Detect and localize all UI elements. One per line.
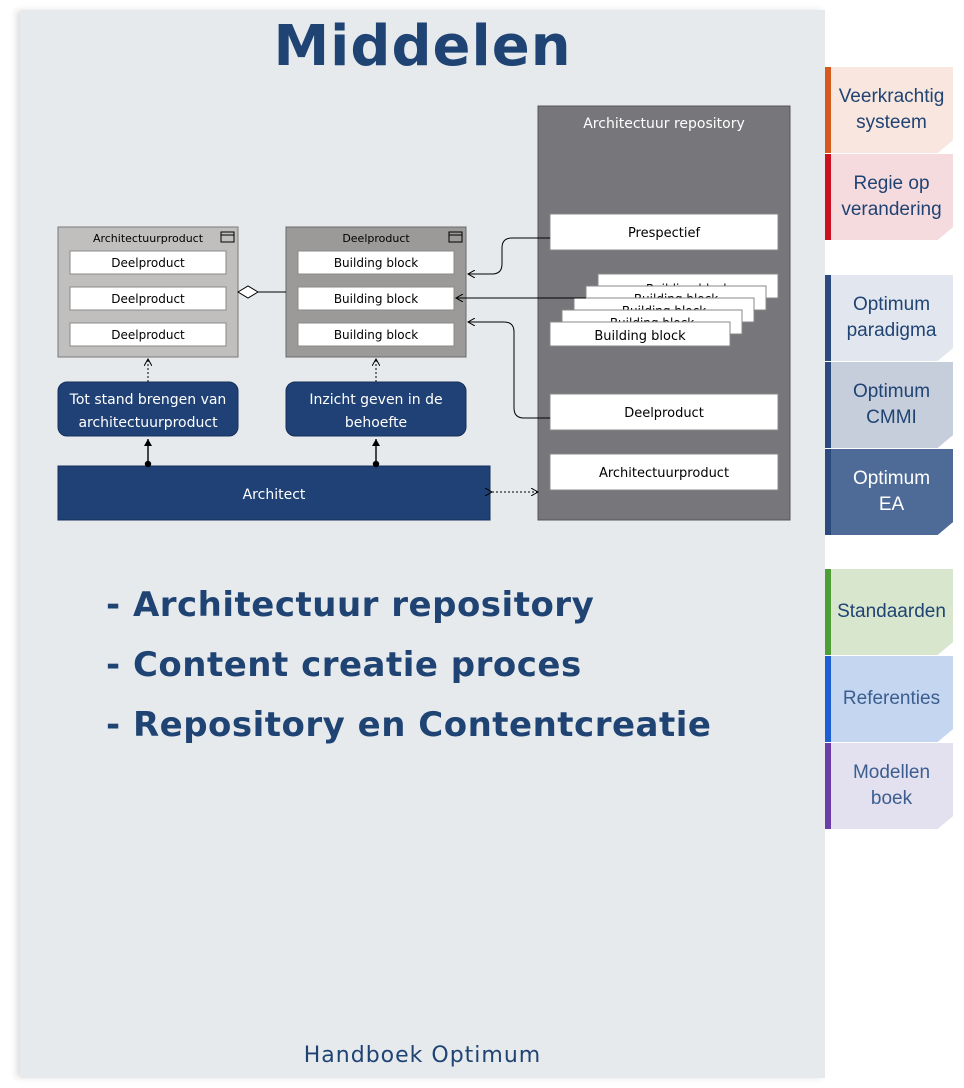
repository-title: Architectuur repository — [583, 116, 745, 132]
bullet-repository-en-contentcreatie[interactable]: - Repository en Contentcreatie — [106, 705, 712, 745]
bullet-architectuur-repository[interactable]: - Architectuur repository — [106, 585, 595, 625]
architectuurproduct-box-title: Architectuurproduct — [93, 232, 204, 245]
tab-accent-bar — [825, 449, 831, 535]
tab-label: Referenties — [842, 688, 941, 709]
deelproduct-item: Building block — [334, 328, 418, 342]
repository-perspectief[interactable] — [549, 213, 779, 251]
deelproduct-connector — [468, 322, 550, 419]
tab-accent-bar — [825, 569, 831, 655]
repository-perspectief-label: Prespectief — [628, 226, 701, 241]
process-inzicht-geven[interactable]: Inzicht geven in de behoefte — [285, 381, 467, 437]
process-2-line-1: Inzicht geven in de — [309, 392, 442, 408]
repository-deelproduct[interactable] — [549, 393, 779, 431]
tab-accent-bar — [825, 67, 831, 153]
window-icon — [220, 231, 235, 243]
architectuurproduct-item: Deelproduct — [111, 328, 185, 342]
repository-architectuurproduct[interactable] — [549, 453, 779, 491]
tab-referenties[interactable]: Referenties — [825, 656, 953, 742]
repository-architectuurproduct-label: Architectuurproduct — [599, 466, 729, 481]
deelproduct-box[interactable]: Deelproduct Building block Building bloc… — [285, 226, 467, 358]
deelproduct-box-title: Deelproduct — [342, 232, 410, 245]
architect-actor[interactable]: Architect — [57, 465, 491, 521]
tab-accent-bar — [825, 154, 831, 240]
architectuurproduct-item: Deelproduct — [111, 292, 185, 306]
bullet-content-creatie-proces[interactable]: - Content creatie proces — [106, 645, 582, 685]
deelproduct-item: Building block — [334, 256, 418, 270]
building-block-stack[interactable]: Building block Building block Building b… — [549, 273, 779, 347]
tab-accent-bar — [825, 275, 831, 361]
tab-accent-bar — [825, 656, 831, 742]
page-title: Middelen — [273, 14, 572, 79]
process-1-line-2: architectuurproduct — [78, 415, 218, 431]
process-1-line-1: Tot stand brengen van — [69, 392, 227, 408]
tab-label: Standaarden — [837, 601, 946, 622]
page-footer: Handboek Optimum — [303, 1043, 542, 1068]
repository-deelproduct-label: Deelproduct — [624, 406, 704, 421]
deelproduct-item: Building block — [334, 292, 418, 306]
architectuurproduct-item: Deelproduct — [111, 256, 185, 270]
architect-label: Architect — [243, 487, 306, 503]
aggregation-connector — [237, 285, 286, 299]
stack-item-label: Building block — [594, 329, 686, 344]
tab-accent-bar — [825, 362, 831, 448]
perspectief-connector — [468, 237, 550, 274]
bullet-list: - Architectuur repository - Content crea… — [106, 582, 711, 762]
tab-standaarden[interactable]: Standaarden — [825, 569, 953, 655]
process-tot-stand-brengen[interactable]: Tot stand brengen van architectuurproduc… — [57, 381, 239, 437]
window-icon — [448, 231, 463, 243]
process-2-line-2: behoefte — [345, 415, 407, 431]
architectuur-repository[interactable]: Architectuur repository Prespectief Buil… — [537, 105, 791, 521]
architectuurproduct-box[interactable]: Architectuurproduct Deelproduct Deelprod… — [57, 226, 239, 358]
tab-accent-bar — [825, 743, 831, 829]
